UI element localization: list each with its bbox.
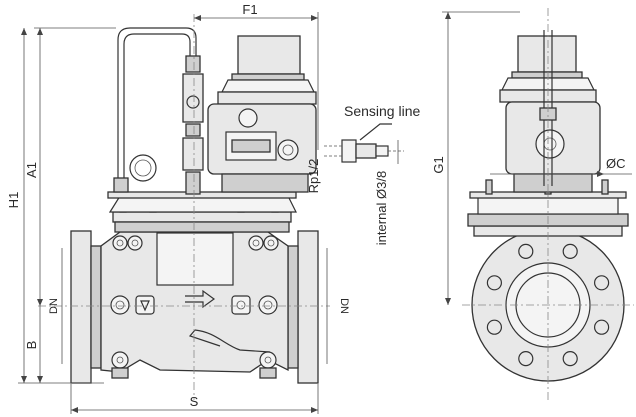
pilot-spring-housing [237,35,301,75]
lifting-eye-inner [134,159,152,177]
bolt-hole [486,275,502,291]
side-flange-bolt-holes [486,243,610,367]
pilot-tube-inner [123,33,191,190]
flow-contour [194,329,271,353]
label-rp: Rp1/2 [306,159,321,194]
needle-valve-knob [186,95,200,109]
label-h1: H1 [6,192,21,209]
body-top-flange-lower [114,221,290,233]
label-dn-right: DN [338,298,350,314]
label-oc: ØC [606,156,626,171]
body-boss [156,232,234,286]
dim-arrowheads [597,171,604,177]
lug [248,235,264,251]
pilot-housing-rim [231,73,305,81]
sensing-leader [359,123,392,141]
bolt-hole [562,351,578,367]
port-hole [115,300,125,310]
fitting [185,123,201,137]
outlet-gauge-plug [231,295,251,315]
port [110,295,130,315]
bolt-hole [518,243,534,259]
lug-hole [116,239,124,247]
fitting [185,171,201,195]
bolt-hole [562,243,578,259]
side-pilot-rim [511,71,583,79]
label-g1: G1 [431,156,446,173]
side-pilot-port [535,129,565,159]
restrictor-body [182,137,204,171]
lug [112,235,128,251]
bolt [601,179,609,195]
pilot-diaphragm-flange [217,91,317,105]
side-view [442,8,634,400]
inlet-flange [70,230,92,384]
lug [259,351,277,369]
label-s: S [190,394,199,409]
port-hole [263,300,273,310]
label-b: B [24,341,39,350]
tube-fitting [113,177,129,193]
pilot-port [238,108,258,128]
body-top-flange [112,211,292,223]
lug-hole [252,239,260,247]
sensing-fitting-body [355,143,377,159]
label-a1: A1 [24,162,39,178]
port [258,295,278,315]
bolt [485,179,493,195]
lug-hole [116,356,124,364]
pilot-adjust-knob-center [282,144,294,156]
sensing-fitting-nut [341,139,357,163]
cover-rim [107,191,297,199]
sensing-thread [322,145,342,157]
lug [111,351,129,369]
foot [111,367,129,379]
label-sensing-line: Sensing line [344,103,420,119]
bolt-hole [518,351,534,367]
pilot-diaphragm-case [221,79,315,93]
lug-hole [267,239,275,247]
front-view [18,12,404,414]
gauge-symbol [236,300,246,310]
side-pilot-housing [517,35,577,73]
lug-hole [131,239,139,247]
inlet-flange-hub [90,245,102,369]
bolt-hole [486,319,502,335]
label-dn-left: DN [48,298,60,314]
bolt-hole [593,275,610,291]
pilot-base [221,173,309,193]
sensing-fitting-tail [375,145,389,157]
fitting [185,55,201,73]
outlet-flange-hub [287,245,299,369]
pilot-adjust-knob [277,139,299,161]
label-f1: F1 [242,2,257,17]
pilot-tube [117,27,197,190]
lifting-eye [129,154,157,182]
bolt-hole [593,319,610,335]
filter-symbol [140,300,150,312]
flow-contour-2 [188,329,221,347]
needle-valve-body [182,73,204,123]
lug-hole [264,356,272,364]
pilot-plate-window [231,139,271,153]
label-internal: internal Ø3/8 [374,171,389,245]
lug [127,235,143,251]
foot [259,367,277,379]
lug [263,235,279,251]
flow-direction-arrow [185,289,216,309]
outlet-flange [297,230,319,384]
side-pilot-base [513,173,593,193]
